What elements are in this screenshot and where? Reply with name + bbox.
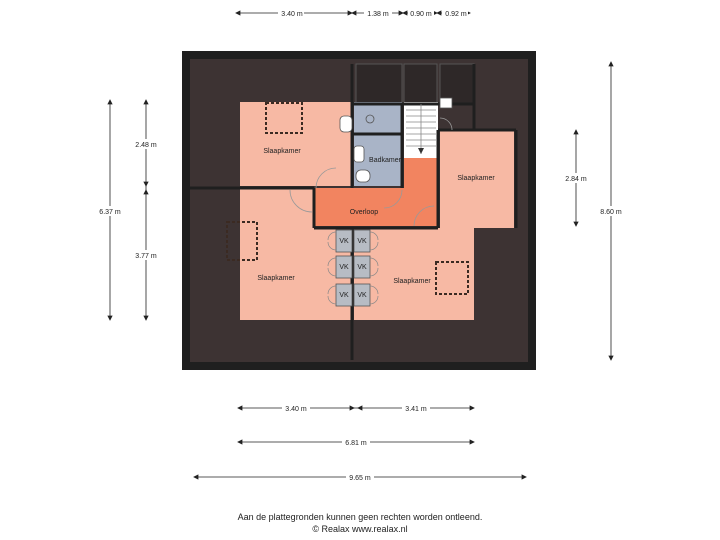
bedroom-bottom-right-floor [354, 228, 474, 320]
dimension-left-3: 3.77 m [135, 253, 157, 260]
skylight-icon [435, 261, 469, 295]
dimension-top-4: 0.92 m [445, 11, 467, 18]
door-arcs [289, 117, 453, 227]
storage-label: VK [339, 292, 349, 299]
dimension-top-1: 3.40 m [281, 11, 303, 18]
dimension-left-2: 6.37 m [99, 209, 121, 216]
skylight-icon [226, 221, 258, 261]
bedroom-bottom-left-floor [240, 188, 314, 228]
stair-treads [406, 104, 436, 154]
room-label-bedroom-right: Slaapkamer [457, 175, 495, 182]
toilet-icon [355, 169, 371, 183]
storage-label: VK [339, 238, 349, 245]
landing-floor [404, 158, 438, 188]
skylight-icon [265, 102, 303, 134]
room-label-bedroom-bottom-left: Slaapkamer [257, 275, 295, 282]
dimension-bottom-total: 6.81 m [345, 440, 367, 447]
roof-shaft [355, 63, 403, 105]
landing-floor [314, 188, 438, 226]
bedroom-top-left-floor [240, 102, 352, 186]
dimension-top-3: 0.90 m [410, 11, 432, 18]
footer-disclaimer: Aan de plattegronden kunnen geen rechten… [237, 512, 483, 522]
dimension-top-2: 1.38 m [367, 11, 389, 18]
room-label-landing: Overloop [350, 209, 379, 216]
storage-cupboards [335, 229, 371, 307]
dimension-bottom-2: 3.41 m [405, 406, 427, 413]
storage-label: VK [357, 238, 367, 245]
dimension-bottom-1: 3.40 m [285, 406, 307, 413]
storage-label: VK [339, 264, 349, 271]
dimension-bottom-overall: 9.65 m [349, 475, 371, 482]
dimension-right-2: 8.60 m [600, 209, 622, 216]
washbasin-icon [339, 115, 353, 133]
bedroom-right-floor [440, 130, 514, 228]
storage-label: VK [357, 292, 367, 299]
dimension-right-1: 2.84 m [565, 176, 587, 183]
roof-shaft [439, 63, 475, 105]
roof-shaft [403, 63, 438, 105]
footer-copyright: © Realax www.realax.nl [312, 524, 408, 534]
bedroom-bottom-left-floor [240, 228, 352, 320]
tap-icon [365, 114, 375, 124]
dimension-left-1: 2.48 m [135, 142, 157, 149]
storage-label: VK [357, 264, 367, 271]
stair-arrow [418, 148, 424, 154]
cupboard-doors [327, 231, 379, 305]
room-label-bedroom-bottom-right: Slaapkamer [393, 278, 431, 285]
small-sink-icon [439, 97, 453, 109]
room-label-bedroom-top-left: Slaapkamer [263, 148, 301, 155]
sink-icon [353, 145, 365, 163]
room-label-bathroom: Badkamer [369, 157, 402, 164]
